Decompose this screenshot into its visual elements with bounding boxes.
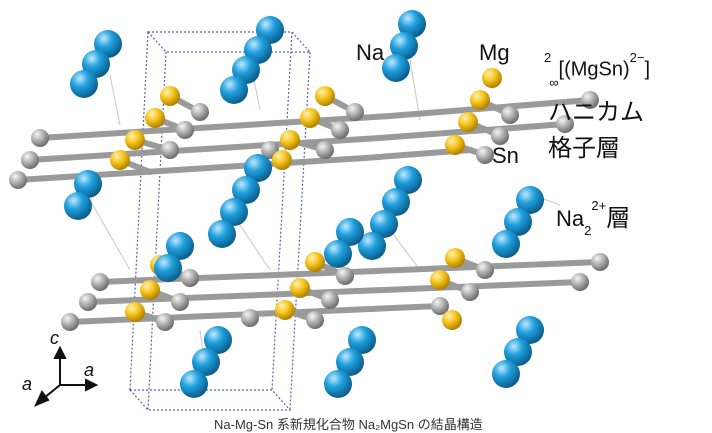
na-layer-base: Na: [556, 206, 585, 231]
na-layer-sup: 2+: [591, 197, 607, 213]
mg-atoms: [110, 68, 502, 330]
sn-atoms: [9, 91, 609, 331]
formula-dimension: 2: [544, 50, 552, 65]
unit-cell: [128, 31, 312, 411]
label-mg: Mg: [479, 40, 510, 65]
layer-formula: 2 ∞[(MgSn)2−]: [544, 50, 651, 90]
figure-caption: Na-Mg-Sn 系新規化合物 Na₂MgSn の結晶構造: [214, 417, 483, 432]
na-layer-sub: 2: [584, 223, 592, 239]
na-layer-label: Na2 2+層: [556, 197, 631, 239]
axis-label-a-left: a: [22, 374, 33, 394]
formula-infinity: ∞: [549, 74, 559, 90]
formula-main: [(MgSn): [558, 58, 630, 81]
na-layer-suffix: 層: [606, 204, 631, 232]
na-atoms: [64, 10, 544, 398]
label-sn: Sn: [492, 143, 519, 168]
axis-triad: [34, 345, 99, 407]
honeycomb-label-line1: ハニカム: [548, 98, 644, 126]
label-na: Na: [356, 40, 385, 65]
formula-close: ]: [644, 58, 651, 81]
axis-label-a-right: a: [84, 360, 95, 380]
axis-label-c: c: [50, 328, 59, 348]
honeycomb-label-line2: 格子層: [548, 134, 620, 162]
formula-charge: 2−: [629, 50, 645, 65]
